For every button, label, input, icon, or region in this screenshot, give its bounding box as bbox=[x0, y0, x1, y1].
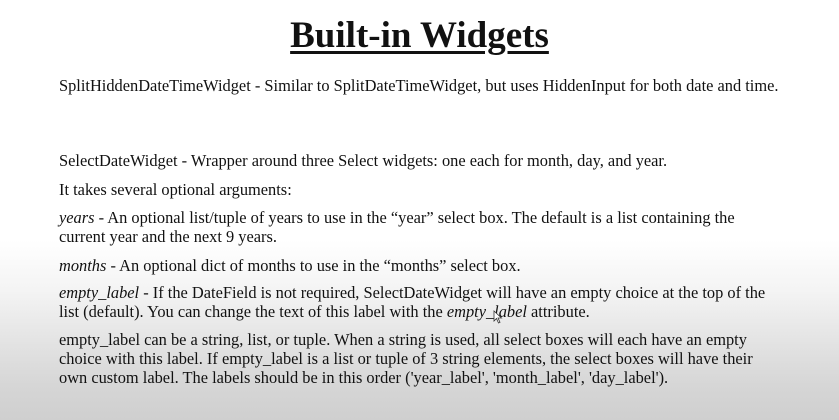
slide-title: Built-in Widgets bbox=[290, 15, 549, 56]
months-term: months bbox=[59, 256, 107, 275]
mouse-pointer-icon bbox=[493, 310, 503, 324]
paragraph-empty-label-details: empty_label can be a string, list, or tu… bbox=[59, 330, 753, 387]
years-description: - An optional list/tuple of years to use… bbox=[59, 208, 735, 246]
empty-label-description: - If the DateField is not required, Sele… bbox=[59, 283, 766, 321]
empty-label-inline-term: empty_label bbox=[446, 302, 527, 321]
empty-label-term: empty_label bbox=[59, 283, 140, 302]
paragraph-years-argument: years - An optional list/tuple of years … bbox=[59, 208, 779, 246]
paragraph-select-date-widget: SelectDateWidget - Wrapper around three … bbox=[59, 151, 668, 170]
years-term: years bbox=[59, 208, 95, 227]
paragraph-optional-arguments: It takes several optional arguments: bbox=[59, 180, 292, 199]
months-description: - An optional dict of months to use in t… bbox=[106, 256, 521, 275]
paragraph-months-argument: months - An optional dict of months to u… bbox=[59, 256, 779, 275]
paragraph-split-hidden-date-time-widget: SplitHiddenDateTimeWidget - Similar to S… bbox=[59, 76, 779, 95]
empty-label-description-end: attribute. bbox=[526, 302, 590, 321]
paragraph-empty-label-argument: empty_label - If the DateField is not re… bbox=[59, 283, 779, 321]
